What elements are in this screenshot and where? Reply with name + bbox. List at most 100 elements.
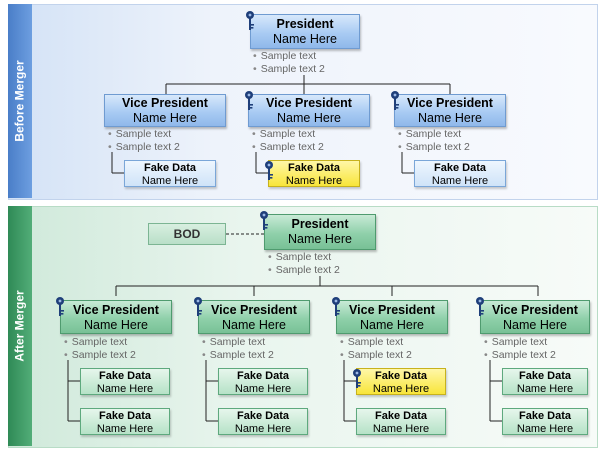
bullet-item: Sample text 2 <box>202 349 274 362</box>
after-president-box[interactable]: President Name Here <box>264 214 376 250</box>
report-name: Name Here <box>96 422 154 435</box>
before-vp-3-box[interactable]: Vice President Name Here <box>394 94 506 127</box>
vp-name: Name Here <box>360 317 424 332</box>
report-title: Fake Data <box>99 370 151 382</box>
after-vp-3-report-1-highlighted[interactable]: Fake Data Name Here <box>356 368 446 395</box>
key-icon <box>265 161 273 180</box>
key-icon <box>56 297 64 316</box>
bullet-item: Sample text 2 <box>484 349 556 362</box>
report-name: Name Here <box>431 174 489 187</box>
key-icon <box>476 297 484 316</box>
bod-box[interactable]: BOD <box>148 223 226 245</box>
after-vp-2-box[interactable]: Vice President Name Here <box>198 300 310 334</box>
before-president-name: Name Here <box>273 31 337 46</box>
after-vp-1-report-2[interactable]: Fake Data Name Here <box>80 408 170 435</box>
report-title: Fake Data <box>375 370 427 382</box>
before-president-box[interactable]: President Name Here <box>250 14 360 49</box>
report-title: Fake Data <box>375 410 427 422</box>
after-vp-3-report-2[interactable]: Fake Data Name Here <box>356 408 446 435</box>
after-vp-1-report-1[interactable]: Fake Data Name Here <box>80 368 170 395</box>
key-icon <box>353 369 361 388</box>
bullet-item: Sample text <box>268 251 340 264</box>
report-name: Name Here <box>285 174 343 187</box>
before-president-bullets: Sample text Sample text 2 <box>253 50 325 75</box>
bod-label: BOD <box>173 226 201 241</box>
after-president-bullets: Sample text Sample text 2 <box>268 251 340 276</box>
key-icon <box>245 91 253 110</box>
before-president-title: President <box>276 17 334 31</box>
after-vp-1-bullets: Sample text Sample text 2 <box>64 336 136 361</box>
vp-title: Vice President <box>492 303 578 317</box>
report-name: Name Here <box>372 382 430 395</box>
report-name: Name Here <box>141 174 199 187</box>
after-vp-3-box[interactable]: Vice President Name Here <box>336 300 448 334</box>
bullet-item: Sample text 2 <box>340 349 412 362</box>
bullet-item: Sample text <box>398 128 470 141</box>
vp-title: Vice President <box>211 303 297 317</box>
vp-name: Name Here <box>418 110 482 125</box>
before-vp-1-box[interactable]: Vice President Name Here <box>104 94 226 127</box>
bullet-item: Sample text <box>108 128 180 141</box>
vp-title: Vice President <box>407 96 493 110</box>
after-vp-4-report-1[interactable]: Fake Data Name Here <box>502 368 588 395</box>
after-merger-band: After Merger <box>8 206 32 446</box>
after-vp-4-box[interactable]: Vice President Name Here <box>480 300 590 334</box>
before-vp-2-bullets: Sample text Sample text 2 <box>252 128 324 153</box>
key-icon <box>260 211 268 230</box>
before-vp-3-bullets: Sample text Sample text 2 <box>398 128 470 153</box>
bullet-item: Sample text 2 <box>268 264 340 277</box>
vp-title: Vice President <box>122 96 208 110</box>
before-vp-1-bullets: Sample text Sample text 2 <box>108 128 180 153</box>
bullet-item: Sample text <box>64 336 136 349</box>
after-president-title: President <box>291 217 349 231</box>
after-vp-2-report-2[interactable]: Fake Data Name Here <box>218 408 308 435</box>
before-vp-1-report-1[interactable]: Fake Data Name Here <box>124 160 216 187</box>
bullet-item: Sample text <box>253 50 325 63</box>
report-name: Name Here <box>516 422 574 435</box>
vp-title: Vice President <box>349 303 435 317</box>
after-president-name: Name Here <box>288 231 352 246</box>
key-icon <box>194 297 202 316</box>
report-name: Name Here <box>516 382 574 395</box>
after-vp-1-box[interactable]: Vice President Name Here <box>60 300 172 334</box>
vp-name: Name Here <box>133 110 197 125</box>
report-title: Fake Data <box>519 410 571 422</box>
report-title: Fake Data <box>434 162 486 174</box>
key-icon <box>391 91 399 110</box>
report-title: Fake Data <box>237 410 289 422</box>
vp-title: Vice President <box>73 303 159 317</box>
bullet-item: Sample text <box>340 336 412 349</box>
key-icon <box>332 297 340 316</box>
before-vp-3-report-1[interactable]: Fake Data Name Here <box>414 160 506 187</box>
vp-name: Name Here <box>84 317 148 332</box>
after-vp-4-report-2[interactable]: Fake Data Name Here <box>502 408 588 435</box>
report-title: Fake Data <box>237 370 289 382</box>
vp-name: Name Here <box>503 317 567 332</box>
report-title: Fake Data <box>99 410 151 422</box>
report-name: Name Here <box>372 422 430 435</box>
bullet-item: Sample text 2 <box>64 349 136 362</box>
bullet-item: Sample text 2 <box>398 141 470 154</box>
after-vp-3-bullets: Sample text Sample text 2 <box>340 336 412 361</box>
report-name: Name Here <box>96 382 154 395</box>
bullet-item: Sample text 2 <box>108 141 180 154</box>
vp-title: Vice President <box>266 96 352 110</box>
before-vp-2-report-1-highlighted[interactable]: Fake Data Name Here <box>268 160 360 187</box>
bullet-item: Sample text 2 <box>252 141 324 154</box>
vp-name: Name Here <box>222 317 286 332</box>
after-vp-2-report-1[interactable]: Fake Data Name Here <box>218 368 308 395</box>
bullet-item: Sample text <box>202 336 274 349</box>
after-vp-2-bullets: Sample text Sample text 2 <box>202 336 274 361</box>
report-title: Fake Data <box>288 162 340 174</box>
before-merger-band: Before Merger <box>8 4 32 198</box>
bullet-item: Sample text <box>484 336 556 349</box>
vp-name: Name Here <box>277 110 341 125</box>
report-title: Fake Data <box>519 370 571 382</box>
bullet-item: Sample text <box>252 128 324 141</box>
bullet-item: Sample text 2 <box>253 63 325 76</box>
before-vp-2-box[interactable]: Vice President Name Here <box>248 94 370 127</box>
after-vp-4-bullets: Sample text Sample text 2 <box>484 336 556 361</box>
report-title: Fake Data <box>144 162 196 174</box>
report-name: Name Here <box>234 422 292 435</box>
